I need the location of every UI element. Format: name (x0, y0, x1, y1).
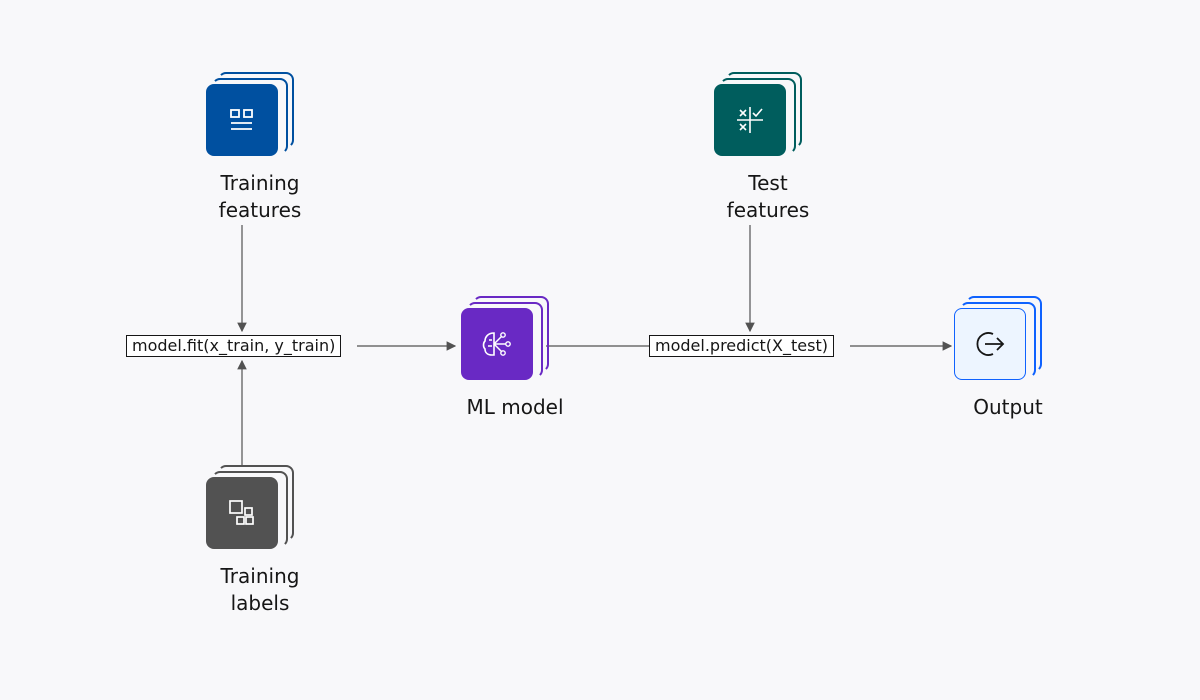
node-ml-model: ML model (455, 296, 575, 419)
training-features-label: Training features (218, 171, 302, 222)
node-test-features: Test features (708, 72, 828, 222)
ai-brain-icon (461, 308, 533, 380)
training-labels-label: Training labels (220, 564, 300, 615)
node-training-labels: Training labels (200, 465, 320, 615)
exit-arrow-icon (954, 308, 1026, 380)
node-training-features: Training features (200, 72, 320, 222)
output-label: Output (973, 395, 1043, 419)
test-features-label: Test features (726, 171, 810, 222)
ml-model-label: ML model (466, 395, 564, 419)
node-output: Output (948, 296, 1068, 419)
grid-list-icon (206, 84, 278, 156)
shapes-icon (206, 477, 278, 549)
fit-operation-box: model.fit(x_train, y_train) (126, 335, 342, 357)
predict-operation-box: model.predict(X_test) (649, 335, 834, 357)
math-symbols-icon (714, 84, 786, 156)
